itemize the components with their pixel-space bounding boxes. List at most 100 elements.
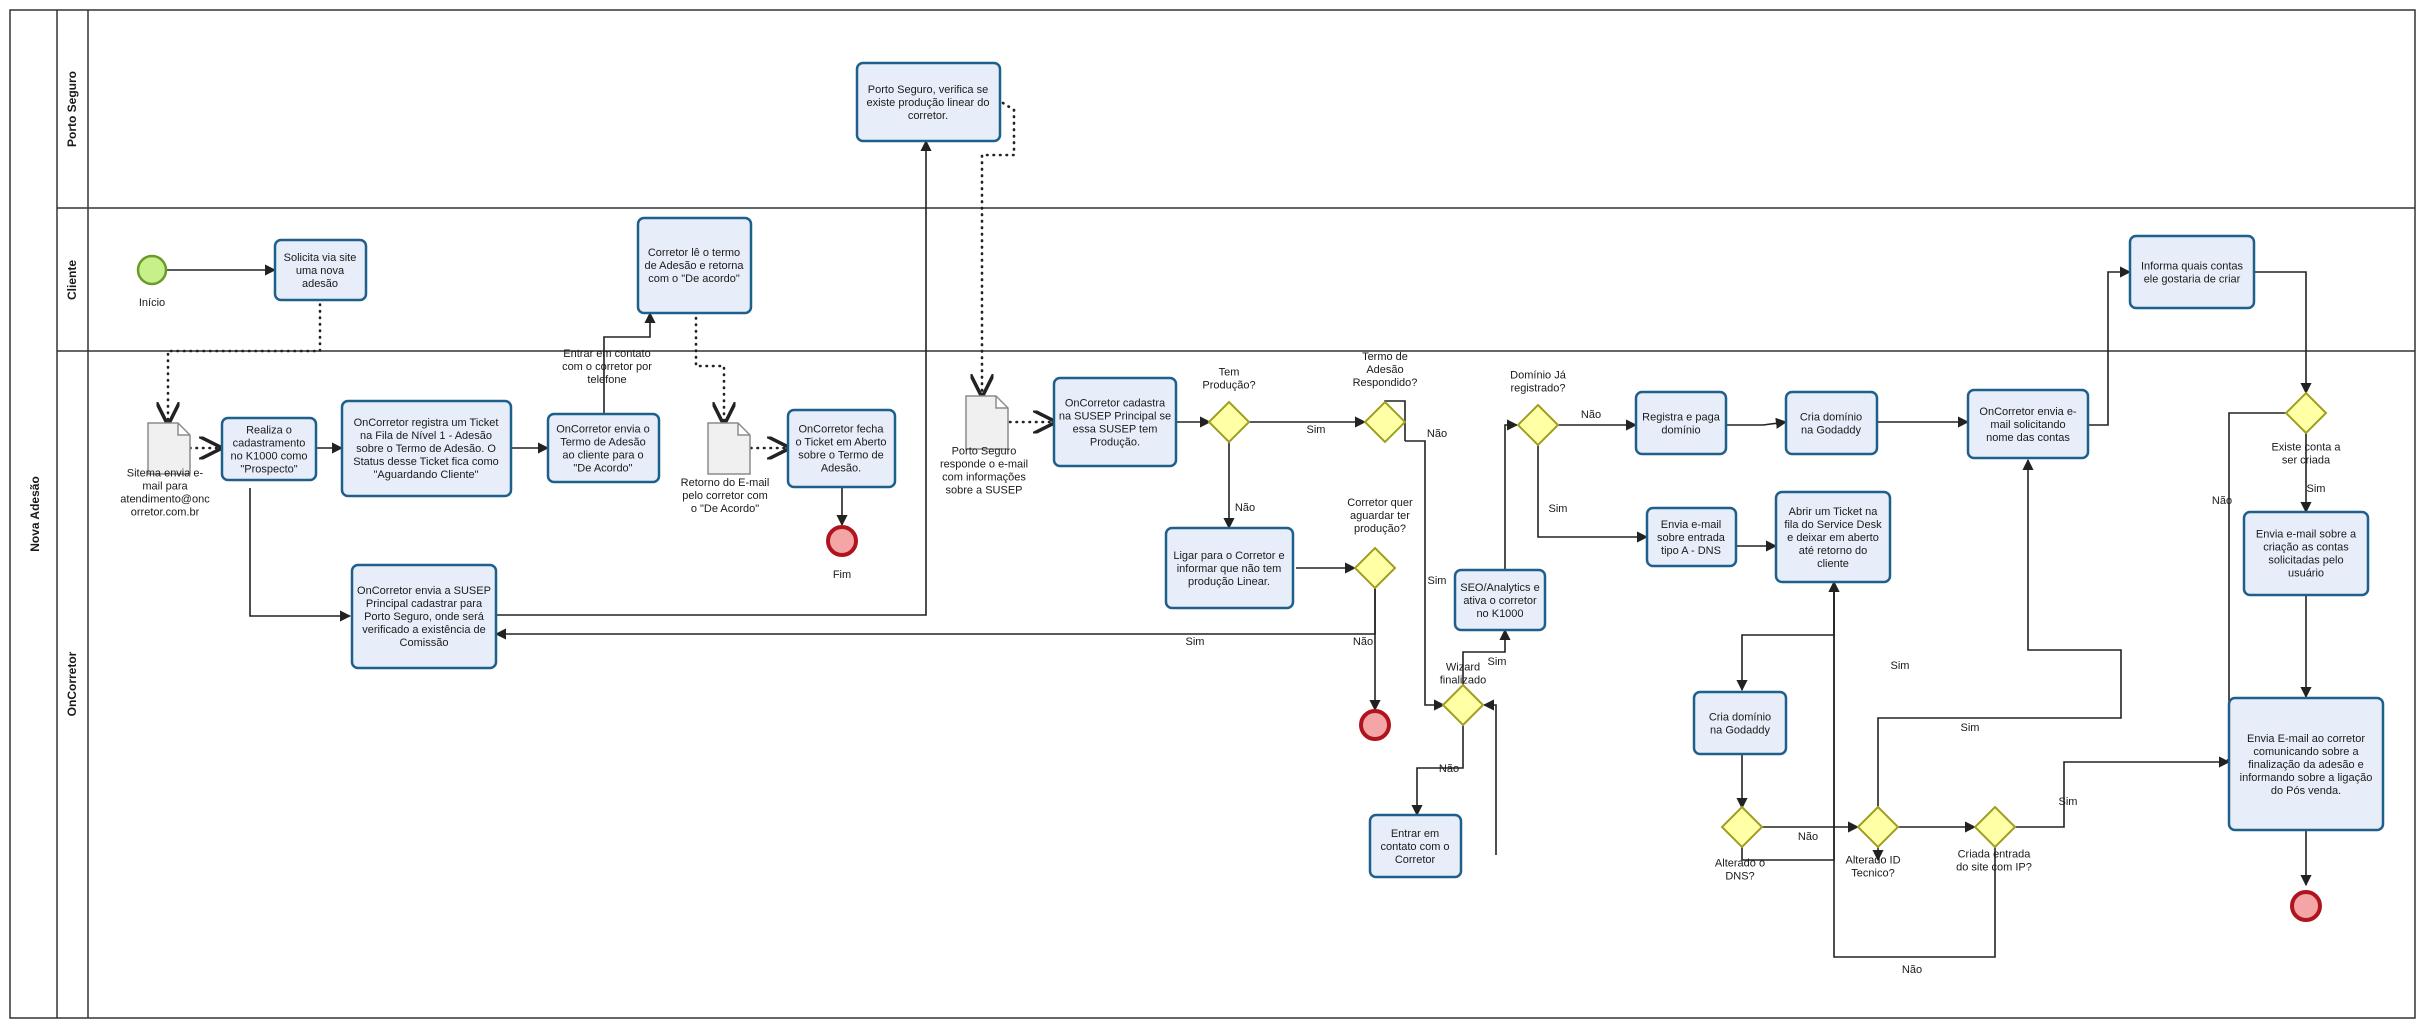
text-line: na Godaddy	[1801, 425, 1861, 437]
text-line: OnCorretor envia o	[556, 424, 650, 436]
text-line: cliente	[1817, 558, 1849, 570]
text-line: nome das contas	[1986, 432, 2070, 444]
flow-label: Sim	[1549, 503, 1568, 515]
text-line: essa SUSEP tem	[1073, 424, 1158, 436]
flow-label: Não	[1798, 831, 1818, 843]
text-line: sobre o Termo de	[798, 450, 883, 462]
text-line: tipo A - DNS	[1661, 545, 1721, 557]
text-line: domínio	[1661, 425, 1700, 437]
text-line: ser criada	[2282, 455, 2331, 467]
text-line: adesão	[302, 278, 338, 290]
text-line: comunicando sobre a	[2253, 746, 2359, 758]
text-line: "Aguardando Cliente"	[373, 469, 478, 481]
lane-label-porto-seguro: Porto Seguro	[65, 71, 79, 147]
text-line: contato com o	[1380, 841, 1449, 853]
text-line: sobre entrada	[1657, 532, 1726, 544]
text-line: no K1000	[1476, 608, 1523, 620]
text-line: usuário	[2288, 568, 2324, 580]
text-line: ativa o corretor	[1463, 595, 1537, 607]
flow-label: Sim	[1428, 575, 1447, 587]
text-line: Solicita via site	[284, 252, 357, 264]
text-line: Entrar em	[1391, 828, 1439, 840]
text-line: com informações	[942, 472, 1026, 484]
text-line: Existe conta a	[2271, 442, 2341, 454]
flow-label: Não	[1581, 409, 1601, 421]
text-line: Registra e paga	[1642, 412, 1721, 424]
text-line: atendimento@onc	[120, 494, 210, 506]
text-line: sobre o Termo de Adesão. O	[356, 443, 496, 455]
flow-labels: Sim Não Não Sim Sim Não Sim Não Não Sim …	[562, 348, 2325, 976]
flow-label: Sim	[1891, 660, 1910, 672]
text-line: sobre a SUSEP	[945, 485, 1022, 497]
sequence-flows	[166, 139, 2312, 958]
text-line: existe produção linear do	[867, 97, 990, 109]
text-line: Principal cadastrar para	[366, 598, 483, 610]
text-line: informar que não tem	[1177, 563, 1282, 575]
flow-label: Não	[1427, 428, 1447, 440]
text-line: até retorno do	[1799, 545, 1868, 557]
text-line: Envia e-mail sobre a	[2256, 529, 2357, 541]
text-line: Corretor lê o termo	[648, 247, 740, 259]
svg-text:OnCorretor envia e-mail solici: OnCorretor envia e-mail solicitandonome …	[1979, 406, 2077, 444]
text-line: solicitadas pelo	[2268, 555, 2343, 567]
text-line: Termo de Adesão	[560, 437, 646, 449]
text-line: produção?	[1354, 523, 1406, 535]
text-line: SEO/Analytics e	[1460, 582, 1539, 594]
end-event-3[interactable]	[2290, 890, 2322, 922]
text-line: Porto Seguro	[952, 446, 1017, 458]
text-line: de Adesão e retorna	[644, 260, 744, 272]
flow-label: Não	[1439, 763, 1459, 775]
end-event-fim[interactable]: Fim	[826, 525, 858, 581]
text-line: "Prospecto"	[240, 464, 297, 476]
text-line: Retorno do E-mail	[681, 477, 770, 489]
text-line: Tem	[1219, 367, 1240, 379]
text-line: fila do Service Desk	[1784, 519, 1882, 531]
text-line: mail para	[142, 481, 188, 493]
start-event-inicio[interactable]: Início	[136, 254, 168, 309]
text-line: Porto Seguro, verifica se	[868, 84, 988, 96]
end-event-2[interactable]	[1359, 709, 1391, 741]
text-line: Corretor quer	[1347, 497, 1413, 509]
